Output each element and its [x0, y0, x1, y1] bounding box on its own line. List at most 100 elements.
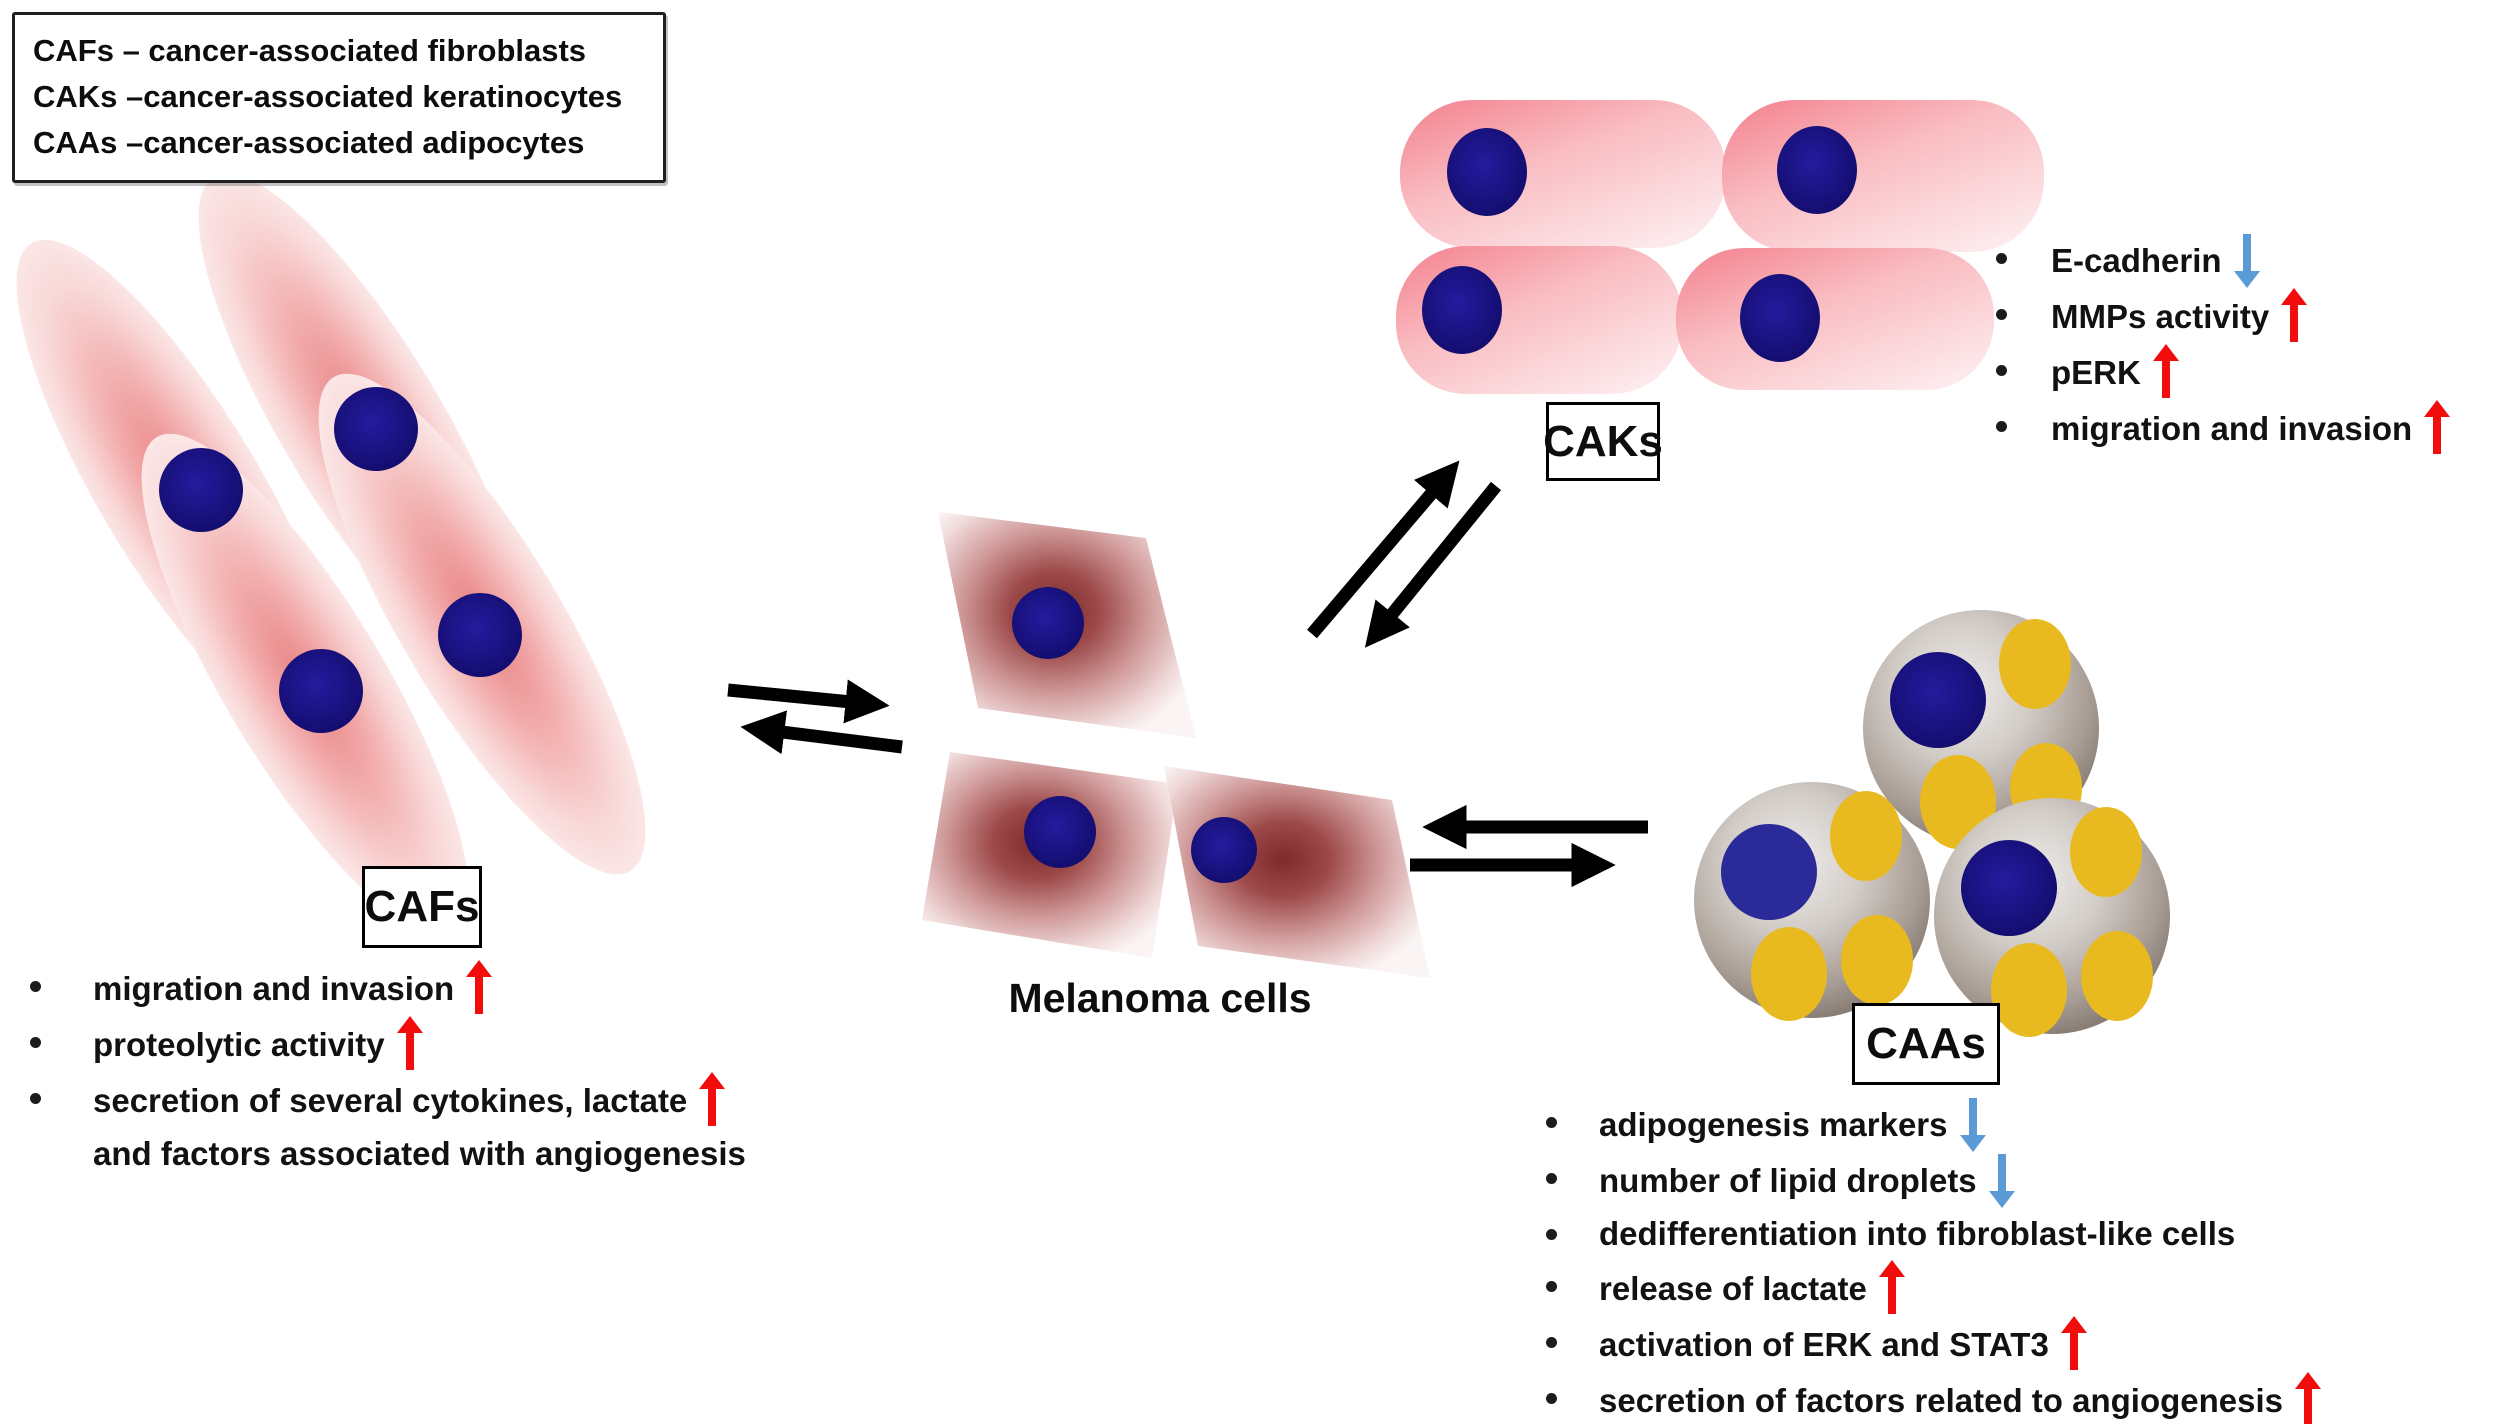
bullet-item: secretion of several cytokines, lactate a…: [30, 1072, 930, 1180]
melanoma-label: Melanoma cells: [1008, 975, 1312, 1021]
bullet-dot: [1546, 1229, 1557, 1240]
bullet-text: adipogenesis markers: [1599, 1096, 1986, 1152]
bullet-text: release of lactate: [1599, 1260, 1905, 1316]
caf-nucleus: [159, 448, 243, 532]
caf-nucleus: [438, 593, 522, 677]
cafs-label: CAFs: [362, 866, 482, 948]
bullet-dot: [1546, 1117, 1557, 1128]
cak-cell: [1722, 100, 2044, 252]
bullet-item: release of lactate: [1546, 1260, 2520, 1316]
melanoma-nucleus: [1191, 817, 1257, 883]
bullet-item: secretion of factors related to angiogen…: [1546, 1372, 2520, 1424]
bullet-text-line1: E-cadherin: [2051, 242, 2222, 279]
bullet-text-line1: activation of ERK and STAT3: [1599, 1326, 2049, 1363]
caf-nucleus: [279, 649, 363, 733]
bullet-dot: [1996, 365, 2007, 376]
legend-line-caks: CAKs –cancer-associated keratinocytes: [33, 79, 623, 114]
melanoma-cell-cluster: [922, 512, 1430, 978]
down-arrow-icon: [1959, 1096, 1986, 1152]
exchange-arrows: [727, 460, 1648, 888]
abbreviation-legend: CAFs – cancer-associated fibroblasts CAK…: [12, 12, 666, 183]
bullet-text: number of lipid droplets: [1599, 1152, 2015, 1208]
cak-nucleus: [1777, 126, 1857, 214]
bullet-dot: [1996, 309, 2007, 320]
lipid-droplet: [2081, 931, 2153, 1021]
bullet-text: migration and invasion: [2051, 400, 2451, 456]
cak-cell: [1676, 248, 1994, 390]
caf-nucleus: [334, 387, 418, 471]
caks-label: CAKs: [1543, 402, 1663, 481]
melanoma-nucleus: [1024, 796, 1096, 868]
bullet-text: dedifferentiation into fibroblast-like c…: [1599, 1208, 2235, 1260]
bullet-dot: [1996, 421, 2007, 432]
up-arrow-icon: [1878, 1260, 1905, 1316]
bullet-item: proteolytic activity: [30, 1016, 930, 1072]
bullet-item: activation of ERK and STAT3: [1546, 1316, 2520, 1372]
up-arrow-icon: [2424, 400, 2451, 456]
down-arrow-icon: [2233, 232, 2260, 288]
up-arrow-icon: [2281, 288, 2308, 344]
bullet-item: E-cadherin: [1996, 232, 2520, 288]
caa-nucleus: [1721, 824, 1817, 920]
caa-cell: [1694, 782, 1930, 1021]
bullet-item: adipogenesis markers: [1546, 1096, 2520, 1152]
caa-cell-cluster: [1694, 610, 2170, 1037]
bullet-text: MMPs activity: [2051, 288, 2308, 344]
bullet-dot: [1546, 1393, 1557, 1404]
caas-melanoma-exchange-arrow: [1410, 804, 1648, 888]
lipid-droplet: [1999, 619, 2071, 709]
bullet-item: number of lipid droplets: [1546, 1152, 2520, 1208]
legend-line-cafs: CAFs – cancer-associated fibroblasts: [33, 33, 587, 68]
bullet-text-line1: secretion of factors related to angiogen…: [1599, 1382, 2284, 1419]
bullet-text-line1: secretion of several cytokines, lactate: [93, 1082, 688, 1119]
up-arrow-icon: [2295, 1372, 2322, 1424]
bullet-dot: [1996, 253, 2007, 264]
cak-cell-cluster: [1396, 100, 2044, 394]
bullet-dot: [30, 1093, 41, 1104]
bullet-text: migration and invasion: [93, 960, 493, 1016]
lipid-droplet: [1830, 791, 1902, 881]
bullet-item: dedifferentiation into fibroblast-like c…: [1546, 1208, 2520, 1260]
bullet-text-line1: pERK: [2051, 354, 2141, 391]
up-arrow-icon: [396, 1016, 423, 1072]
bullet-text-line1: migration and invasion: [2051, 410, 2413, 447]
bullet-item: MMPs activity: [1996, 288, 2520, 344]
legend-line-caas: CAAs –cancer-associated adipocytes: [33, 125, 585, 160]
bullet-text-line1: release of lactate: [1599, 1270, 1867, 1307]
caas-label: CAAs: [1852, 1003, 2000, 1085]
bullet-dot: [1546, 1173, 1557, 1184]
up-arrow-icon: [466, 960, 493, 1016]
lipid-droplet: [1841, 915, 1913, 1005]
bullet-item: migration and invasion: [1996, 400, 2520, 456]
bullet-text: pERK: [2051, 344, 2179, 400]
caa-nucleus: [1890, 652, 1986, 748]
bullet-dot: [1546, 1281, 1557, 1292]
melanoma-nucleus: [1012, 587, 1084, 659]
bullet-item: pERK: [1996, 344, 2520, 400]
bullet-dot: [30, 1037, 41, 1048]
cak-nucleus: [1740, 274, 1820, 362]
cafs-melanoma-exchange-arrow: [727, 679, 903, 755]
caa-nucleus: [1961, 840, 2057, 936]
bullet-text-line1: adipogenesis markers: [1599, 1106, 1948, 1143]
caas-effect-list: adipogenesis markers number of lipid drop…: [1546, 1096, 2520, 1424]
cak-nucleus: [1422, 266, 1502, 354]
bullet-text: E-cadherin: [2051, 232, 2260, 288]
bullet-text-line1: number of lipid droplets: [1599, 1162, 1977, 1199]
bullet-text: proteolytic activity: [93, 1016, 423, 1072]
bullet-dot: [1546, 1337, 1557, 1348]
caks-melanoma-exchange-arrow: [1307, 460, 1502, 648]
bullet-dot: [30, 981, 41, 992]
down-arrow-icon: [1988, 1152, 2015, 1208]
bullet-item: migration and invasion: [30, 960, 930, 1016]
lipid-droplet: [1751, 927, 1827, 1021]
bullet-text-line2: and factors associated with angiogenesis: [93, 1135, 746, 1172]
caa-cell: [1934, 798, 2170, 1037]
bullet-text: activation of ERK and STAT3: [1599, 1316, 2087, 1372]
bullet-text-line1: MMPs activity: [2051, 298, 2270, 335]
lipid-droplet: [1991, 943, 2067, 1037]
